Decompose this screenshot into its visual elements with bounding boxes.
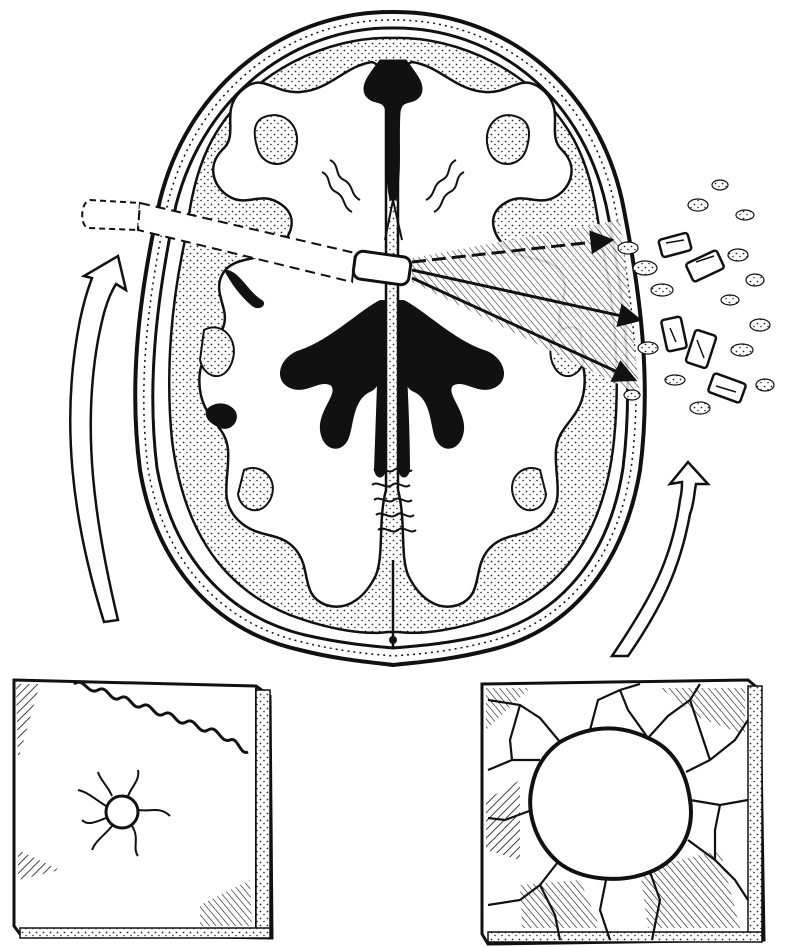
bullet: [352, 250, 411, 286]
bullet-entry-ghost: [82, 200, 140, 230]
entry-wound-plate: [14, 680, 272, 938]
exit-hole: [530, 728, 691, 878]
entry-hole: [106, 796, 138, 828]
arrow-left: [70, 256, 126, 622]
exit-wound-plate: [482, 680, 764, 944]
